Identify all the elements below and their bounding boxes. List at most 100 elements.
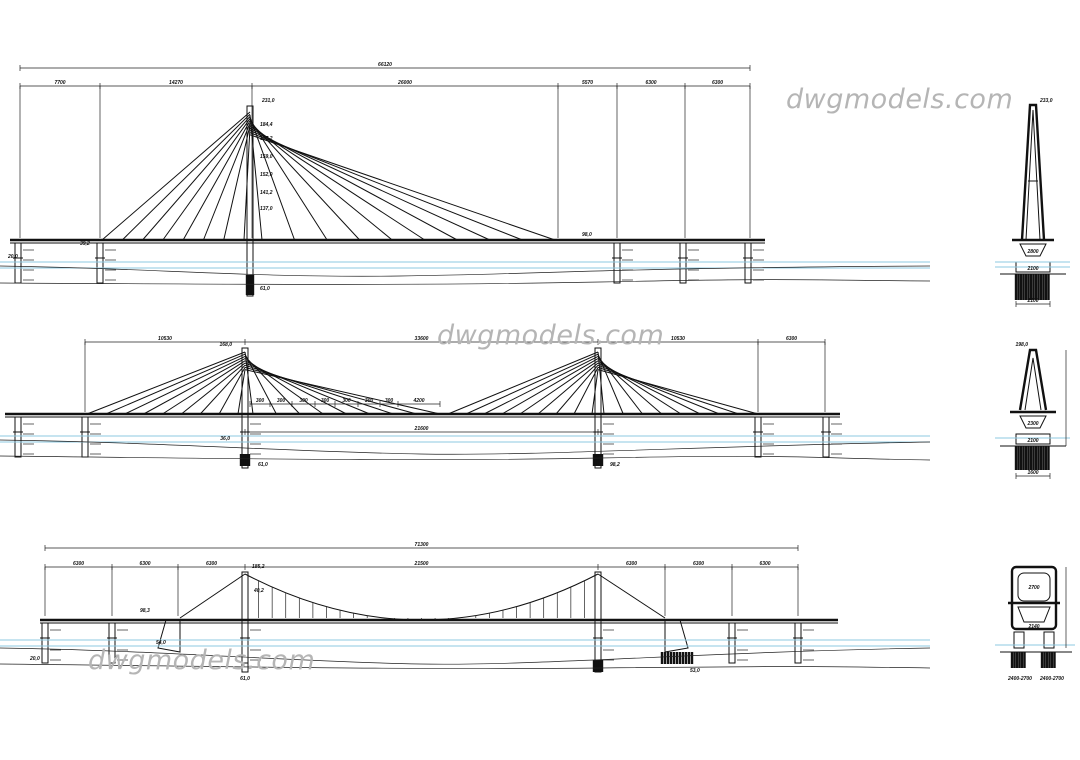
b1-back-cable (121, 113, 251, 241)
b3-span-dim-label: 6300 (626, 561, 637, 567)
b1-pier (744, 242, 752, 284)
watermark-top-right: dwgmodels.com (786, 84, 1014, 115)
b2-pier (822, 416, 830, 458)
b1-cable-elevation: 167,2 (260, 136, 273, 142)
b3-pier (41, 622, 49, 664)
b2-elevation: 98,2 (610, 462, 620, 468)
section3-box-girder (1017, 606, 1051, 623)
b3-span-dim-label: 6300 (73, 561, 84, 567)
b1-elevation: 39,2 (80, 241, 90, 247)
b1-elevation: 61,0 (260, 286, 270, 292)
b3-elevation: 54,0 (156, 640, 166, 646)
b3-pylon-right (594, 571, 602, 673)
b2-pier (81, 416, 89, 458)
b1-main-cable (249, 134, 556, 241)
b2-cable-spacing-dim-label: 300 (342, 398, 351, 404)
b2-cable (181, 362, 246, 415)
b2-riverbed (0, 439, 931, 455)
b2-cable-spacing-dim-label: 300 (321, 398, 330, 404)
section1-cap-label: 2100 (1026, 266, 1038, 272)
section1-top-elevation: 233,0 (1039, 98, 1053, 104)
b3-anchorage-left (157, 619, 181, 653)
section2-girder-label: 2300 (1026, 421, 1038, 427)
b2-pier (754, 416, 762, 458)
section3-pier-right (1043, 631, 1055, 649)
watermark-middle: dwgmodels.com (437, 320, 665, 351)
b3-elevation: 98,3 (140, 608, 150, 614)
section1-pylon-inner (1025, 109, 1041, 241)
b1-cable-elevation: 159,0 (260, 154, 273, 160)
b3-pylon-base (594, 622, 602, 664)
b2-pylon-right (594, 347, 602, 469)
b2-cable (537, 362, 599, 415)
b2-ground-line (0, 455, 931, 461)
b2-elevation: 36,0 (220, 436, 230, 442)
b3-span-dim-label: 6300 (759, 561, 770, 567)
b1-riverbed (0, 265, 931, 277)
b2-cable (555, 364, 599, 415)
b1-back-cable (223, 125, 251, 241)
b1-span-dim-label: 6300 (712, 80, 723, 86)
section3-girder-label: 2140 (1027, 624, 1039, 630)
section2-width-dim-label: 1600 (1027, 470, 1038, 476)
b2-cable (105, 353, 246, 415)
b3-riverbed (0, 647, 931, 665)
b2-cable (143, 358, 246, 415)
b2-cable (237, 369, 246, 415)
b1-pier (96, 242, 104, 284)
section1-box-girder (1019, 243, 1047, 257)
section2-pylon-inner (1024, 357, 1042, 411)
b2-span-dim-label: 33600 (415, 336, 429, 342)
b3-elevation: 53,0 (690, 668, 700, 674)
b1-elevation: 20,0 (7, 254, 18, 260)
section3-base-label-right: 2400-2700 (1039, 676, 1064, 682)
b2-pylon-left (241, 347, 249, 469)
section2-cap-label: 2100 (1026, 438, 1038, 444)
b3-span-dim-label: 6300 (693, 561, 704, 567)
section2-box-girder (1019, 415, 1047, 429)
b1-back-cable (162, 118, 251, 241)
b2-cable (597, 366, 739, 415)
b2-cable (597, 354, 624, 415)
section3-opening (1017, 572, 1051, 602)
b2-cable (86, 351, 246, 415)
b2-cable (597, 362, 701, 415)
b2-cable (483, 355, 599, 415)
b2-pier (14, 416, 22, 458)
b2-cable-spacing-dim-label: 4200 (412, 398, 424, 404)
b1-back-cable (182, 120, 251, 241)
section3-opening-label: 2700 (1027, 585, 1039, 591)
watermark-bottom-left: dwgmodels.com (88, 645, 316, 676)
b2-cable-spacing-dim-label: 300 (299, 398, 308, 404)
b3-backstay-left (179, 573, 246, 619)
b3-pier (108, 622, 116, 664)
b3-span-dim-label: 6300 (206, 561, 217, 567)
b2-span-dim-label: 6300 (786, 336, 797, 342)
b1-overall-dim-label: 66120 (378, 62, 392, 68)
b3-overall-dim-label: 71300 (415, 542, 429, 548)
b2-cable (244, 366, 417, 415)
b2-cable-spacing-dim-label: 300 (385, 398, 394, 404)
section1-girder-label: 2800 (1026, 249, 1038, 255)
b1-cable-elevation: 184,4 (260, 122, 273, 128)
b1-back-cable (101, 111, 251, 241)
b2-cable (573, 367, 599, 415)
b3-pier (794, 622, 802, 664)
b1-elevation: 231,0 (261, 98, 275, 104)
b3-elevation: 20,0 (29, 656, 40, 662)
b2-cable (591, 369, 599, 415)
b1-span-dim-label: 7700 (54, 80, 65, 86)
b2-cable (501, 358, 599, 415)
b1-cable-elevation: 152,0 (260, 172, 273, 178)
b2-inner-dim-label: 21600 (414, 426, 429, 432)
b1-ground-line (0, 279, 931, 285)
b2-cable (244, 369, 441, 415)
section2-cap (1015, 433, 1051, 445)
b2-span-dim-label: 10530 (671, 336, 685, 342)
b3-elevation: 185,2 (252, 564, 265, 570)
b1-pier (613, 242, 621, 284)
section2-top-elevation: 198,0 (1015, 342, 1028, 348)
b2-cable-spacing-dim-label: 300 (277, 398, 286, 404)
b2-cable (447, 351, 599, 415)
